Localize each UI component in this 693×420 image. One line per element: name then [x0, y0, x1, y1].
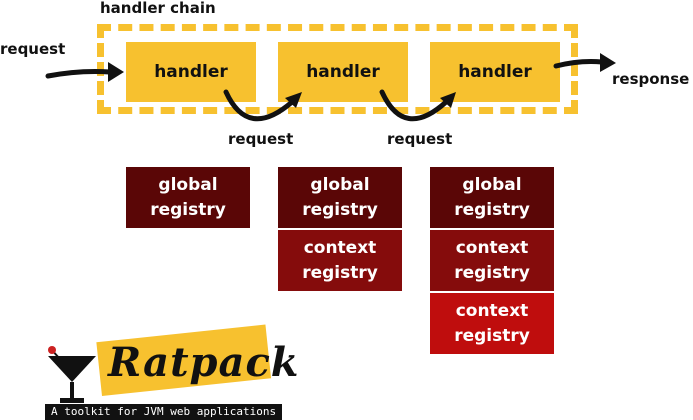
response-out-arrowhead — [600, 53, 616, 72]
response-out-arrow — [553, 59, 605, 69]
registry-line1: context — [455, 300, 529, 321]
global-registry-2: global registry — [278, 167, 402, 228]
handler-chain-box — [97, 24, 578, 114]
registry-line2: registry — [454, 199, 530, 220]
logo-tagline: A toolkit for JVM web applications — [45, 404, 283, 420]
response-out-label: response — [612, 70, 690, 88]
request-in-arrowhead — [108, 62, 124, 82]
registry-line2: registry — [454, 325, 530, 346]
handler-chain-title: handler chain — [100, 0, 216, 17]
context-registry-3a: context registry — [430, 230, 554, 291]
context-registry-3b: context registry — [430, 293, 554, 354]
request-between-label-1: request — [228, 130, 294, 148]
handler-box-1: handler — [126, 42, 256, 102]
handler-box-3: handler — [430, 42, 560, 102]
request-in-label: request — [0, 40, 66, 58]
handler-2-to-3-arrowhead — [440, 92, 456, 108]
registry-line1: global — [310, 174, 370, 195]
request-in-arrow — [45, 69, 113, 79]
registry-line1: context — [455, 237, 529, 258]
handler-2-to-3-arrow — [379, 89, 449, 122]
handler-1-to-2-arrowhead — [285, 92, 302, 108]
global-registry-1: global registry — [126, 167, 250, 228]
registry-line1: context — [303, 237, 377, 258]
registry-line2: registry — [150, 199, 226, 220]
registry-line1: global — [462, 174, 522, 195]
registry-line2: registry — [454, 262, 530, 283]
global-registry-3: global registry — [430, 167, 554, 228]
registry-line2: registry — [302, 199, 378, 220]
martini-glass-icon — [48, 346, 96, 403]
logo-brand: Ratpack — [108, 339, 300, 386]
registry-line2: registry — [302, 262, 378, 283]
context-registry-2a: context registry — [278, 230, 402, 291]
handler-box-2: handler — [278, 42, 408, 102]
handler-1-to-2-arrow — [223, 89, 295, 122]
request-between-label-2: request — [387, 130, 453, 148]
registry-line1: global — [158, 174, 218, 195]
